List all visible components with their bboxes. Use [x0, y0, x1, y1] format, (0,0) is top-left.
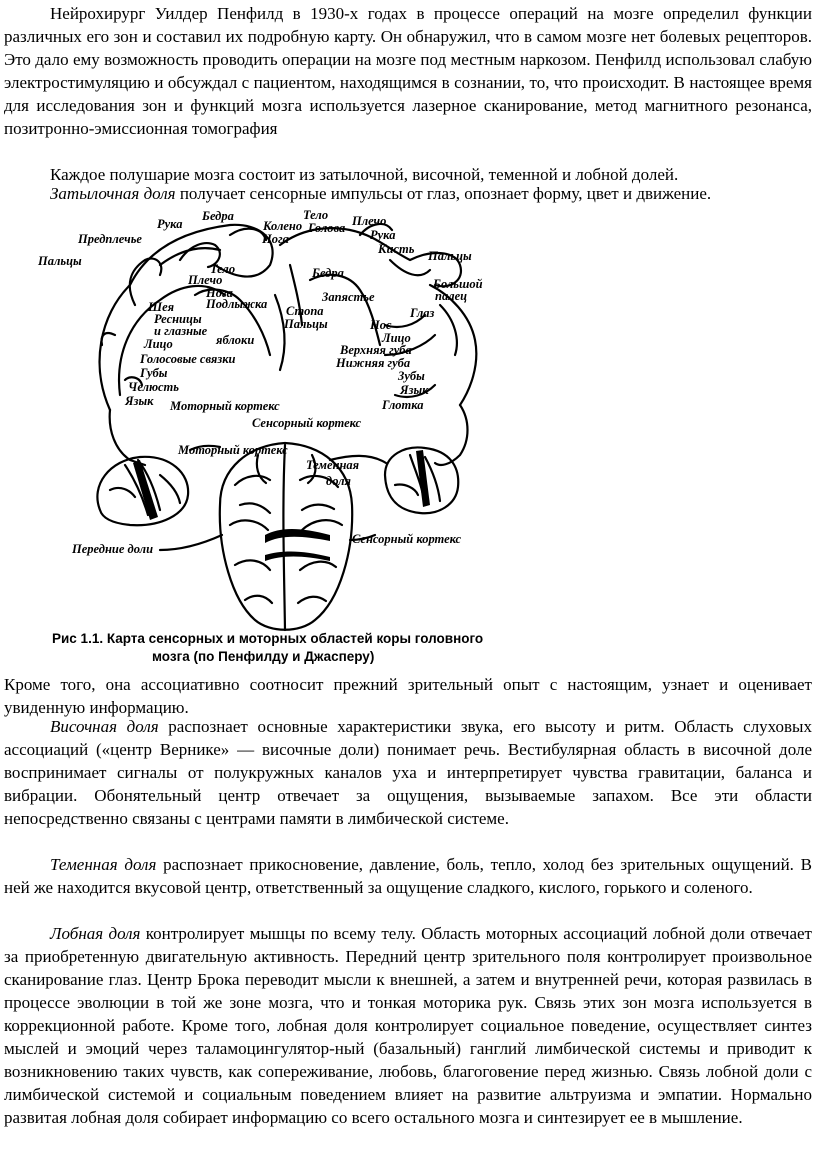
label-wrist: Запястье	[321, 290, 375, 304]
label-ankle: Подлыжка	[205, 297, 267, 311]
label-leg-s: Нога	[261, 232, 289, 246]
figure-caption: Рис 1.1. Карта сенсорных и моторных обла…	[52, 630, 512, 666]
label-eye: Глаз	[409, 306, 435, 320]
label-foot: Стопа	[286, 304, 324, 318]
term-parietal: Теменная доля	[50, 855, 157, 874]
label-sensory-cortex-2: Сенсорный кортекс	[352, 532, 461, 546]
label-parietal-1: Теменная	[306, 458, 360, 472]
paragraph-occipital-cont: Кроме того, она ассоциативно соотносит п…	[4, 673, 812, 719]
term-temporal: Височная доля	[50, 717, 159, 736]
paragraph-occipital: Затылочная доля получает сенсорные импул…	[4, 182, 812, 205]
label-fingers: Пальцы	[37, 254, 82, 268]
label-upper-lip: Верхняя губа	[339, 343, 412, 357]
label-motor-cortex-2: Моторный кортекс	[177, 443, 288, 457]
label-and-eye: и глазные	[154, 324, 208, 338]
term-frontal: Лобная доля	[50, 924, 141, 943]
label-head: Голова	[307, 221, 345, 235]
label-forearm: Предплечье	[77, 232, 142, 246]
label-parietal-2: доля	[326, 474, 352, 488]
label-eyelashes: Ресницы	[154, 312, 202, 326]
label-leg: Нога	[205, 286, 233, 300]
label-lips: Губы	[139, 366, 168, 380]
label-neck: Шея	[147, 300, 175, 314]
label-nose: Нос	[369, 318, 392, 332]
paragraph-text: Кроме того, она ассоциативно соотносит п…	[4, 675, 812, 717]
caption-line-2: мозга (по Пенфилду и Джасперу)	[152, 649, 375, 664]
label-shoulder-s: Плечо	[351, 214, 386, 228]
label-lower-lip: Нижняя губа	[335, 356, 410, 370]
label-body: Тело	[210, 262, 235, 276]
label-fingers-s: Пальцы	[427, 249, 472, 263]
label-face: Лицо	[143, 337, 173, 351]
brain-map-illustration: Предплечье Рука Бедра Пальцы Тело Плечо …	[37, 208, 483, 632]
label-front-lobes: Передние доли	[71, 542, 153, 556]
term-occipital: Затылочная доля	[50, 184, 176, 203]
label-knee: Колено	[262, 219, 302, 233]
caption-line-1: Рис 1.1. Карта сенсорных и моторных обла…	[52, 631, 484, 646]
label-face-s: Лицо	[381, 331, 411, 345]
label-hand: Рука	[157, 217, 182, 231]
label-thumb-2: палец	[435, 289, 467, 303]
label-jaw: Челюсть	[128, 380, 179, 394]
label-hips: Бедра	[201, 209, 234, 223]
paragraph-text: распознает основные характеристики звука…	[4, 717, 812, 828]
label-hips-s: Бедра	[311, 266, 344, 280]
label-sensory-cortex: Сенсорный кортекс	[252, 416, 361, 430]
label-motor-cortex: Моторный кортекс	[169, 399, 280, 413]
label-tongue: Язык	[124, 394, 154, 408]
label-eyeballs: яблоки	[215, 333, 254, 347]
label-vocal-cords: Голосовые связки	[139, 352, 236, 366]
paragraph-temporal: Височная доля распознает основные характ…	[4, 715, 812, 830]
label-pharynx: Глотка	[381, 398, 424, 412]
paragraph-text: Нейрохирург Уилдер Пенфилд в 1930-х года…	[4, 4, 812, 138]
paragraph-text: контролирует мышцы по всему телу. Област…	[4, 924, 812, 1127]
label-tongue-s: Язык	[399, 383, 429, 397]
label-teeth: Зубы	[397, 369, 425, 383]
brain-map-figure: Предплечье Рука Бедра Пальцы Тело Плечо …	[30, 205, 510, 670]
label-shoulder: Плечо	[187, 273, 222, 287]
label-wrist-hand: Кисть	[377, 242, 415, 256]
label-toes: Пальцы	[283, 317, 328, 331]
label-thumb-1: Большой	[432, 277, 483, 291]
paragraph-frontal: Лобная доля контролирует мышцы по всему …	[4, 922, 812, 1129]
paragraph-lobes: Каждое полушарие мозга состоит из затыло…	[4, 163, 812, 186]
paragraph-parietal: Теменная доля распознает прикосновение, …	[4, 853, 812, 899]
paragraph-text: получает сенсорные импульсы от глаз, опо…	[175, 184, 712, 203]
label-hand-s: Рука	[370, 228, 395, 242]
paragraph-penfield: Нейрохирург Уилдер Пенфилд в 1930-х года…	[4, 2, 812, 140]
label-body-s: Тело	[303, 208, 328, 222]
paragraph-text: распознает прикосновение, давление, боль…	[4, 855, 812, 897]
paragraph-text: Каждое полушарие мозга состоит из затыло…	[50, 165, 679, 184]
